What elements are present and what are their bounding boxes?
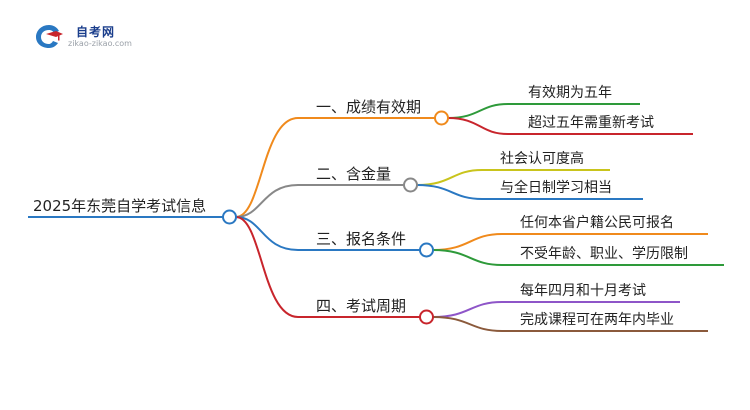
connector-root-b3: [235, 216, 299, 251]
leaf-value-equivalent[interactable]: 与全日制学习相当: [500, 180, 612, 196]
connector-b2-l1: [416, 169, 483, 186]
connector-root-b4: [235, 216, 299, 318]
b1-node-circle[interactable]: [434, 110, 449, 126]
branch-label-value[interactable]: 二、含金量: [316, 165, 392, 183]
connector-b1-l1: [447, 103, 509, 119]
graduation-cap-icon: [36, 25, 63, 48]
root-node-circle[interactable]: [222, 209, 237, 225]
logo-title: 自考网: [76, 25, 116, 39]
connector-root-b1: [235, 117, 299, 218]
connector-b1-l2: [447, 117, 509, 135]
leaf-schedule-two-years[interactable]: 完成课程可在两年内毕业: [520, 312, 674, 328]
logo-subtitle: zikao-zikao.com: [68, 39, 132, 48]
b3-node-circle[interactable]: [419, 242, 434, 258]
b2-node-circle[interactable]: [403, 177, 418, 193]
connector-b3-l1: [432, 233, 503, 251]
leaf-eligibility-residents[interactable]: 任何本省户籍公民可报名: [520, 215, 674, 231]
leaf-validity-five-years[interactable]: 有效期为五年: [528, 85, 612, 101]
site-logo[interactable]: 自考网 zikao-zikao.com: [34, 22, 144, 50]
b4-node-circle[interactable]: [419, 309, 434, 325]
leaf-validity-retake[interactable]: 超过五年需重新考试: [528, 115, 654, 131]
connector-b2-l2: [416, 184, 483, 200]
branch-label-eligibility[interactable]: 三、报名条件: [316, 230, 407, 248]
connector-b3-l2: [432, 249, 503, 266]
branch-label-schedule[interactable]: 四、考试周期: [316, 297, 407, 315]
connector-b4-l1: [432, 301, 503, 318]
connector-root-b2: [235, 184, 299, 218]
branch-label-validity[interactable]: 一、成绩有效期: [316, 98, 422, 116]
root-topic[interactable]: 2025年东莞自学考试信息: [33, 197, 207, 215]
leaf-value-recognition[interactable]: 社会认可度高: [500, 151, 584, 167]
leaf-schedule-april-october[interactable]: 每年四月和十月考试: [520, 283, 646, 299]
leaf-eligibility-no-limits[interactable]: 不受年龄、职业、学历限制: [520, 246, 688, 262]
connector-b4-l2: [432, 316, 503, 332]
